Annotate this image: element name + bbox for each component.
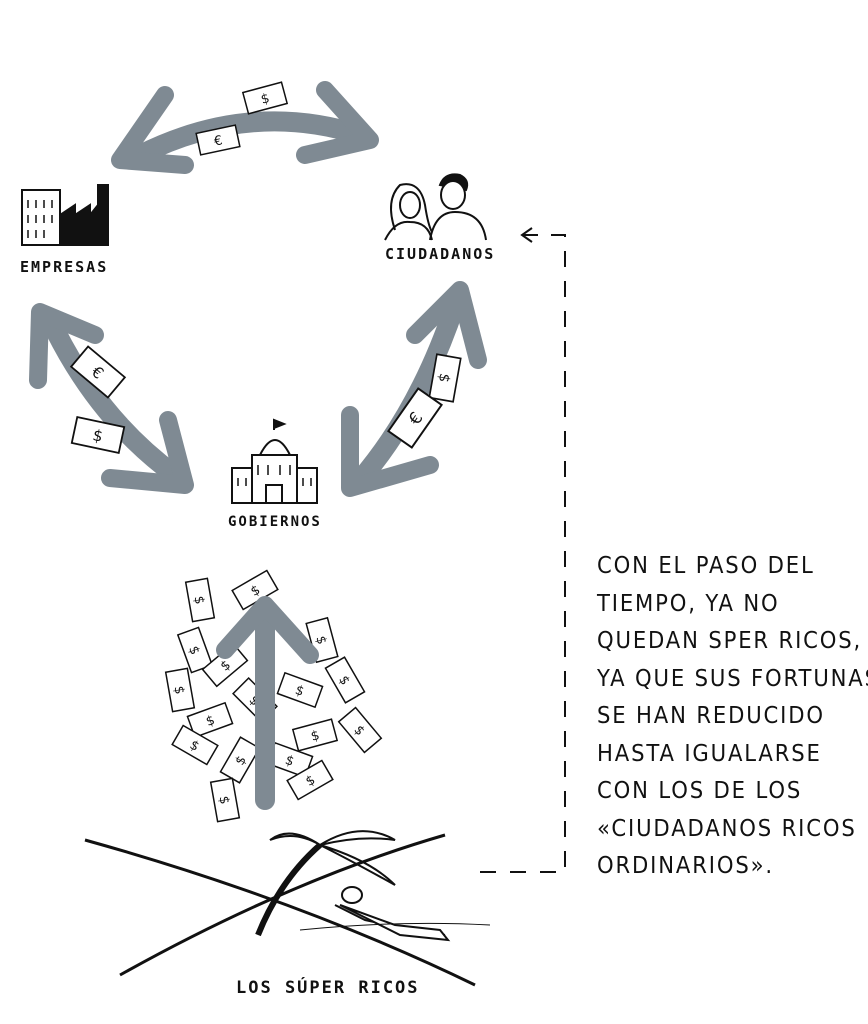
caption-text: CON EL PASO DEL TIEMPO, YA NO QUEDAN SPE…	[597, 548, 868, 886]
people-icon	[384, 173, 487, 241]
cross-out	[84, 833, 476, 987]
arrow-empresas-gobiernos	[29, 303, 194, 494]
caption-line: QUEDAN SPER RICOS,	[597, 628, 863, 654]
government-building-icon	[231, 418, 318, 504]
dashed-connector	[480, 227, 566, 873]
caption-line: ORDINARIOS».	[597, 853, 774, 879]
node-ciudadanos: CIUDADANOS	[385, 245, 496, 263]
caption-line: CON LOS DE LOS	[597, 778, 803, 804]
factory-icon	[21, 184, 109, 246]
node-empresas: EMPRESAS	[20, 258, 109, 276]
caption-line: HASTA IGUALARSE	[597, 740, 822, 767]
node-gobiernos: GOBIERNOS	[228, 514, 322, 530]
caption-line: CON EL PASO DEL	[597, 553, 815, 579]
caption-line: SE HAN REDUCIDO	[597, 703, 825, 729]
banknote-icon	[242, 81, 288, 115]
arrow-up	[216, 596, 319, 810]
arrow-ciudadanos-gobiernos	[341, 281, 487, 497]
sunbather-icon	[299, 886, 491, 942]
palm-tree-icon	[255, 830, 396, 937]
node-super-ricos: LOS SÚPER RICOS	[236, 978, 420, 998]
caption-line: «CIUDADANOS RICOS	[597, 815, 857, 842]
arrow-empresas-ciudadanos	[111, 81, 379, 174]
caption-line: YA QUE SUS FORTUNAS	[597, 665, 868, 692]
caption-line: TIEMPO, YA NO	[597, 590, 780, 617]
